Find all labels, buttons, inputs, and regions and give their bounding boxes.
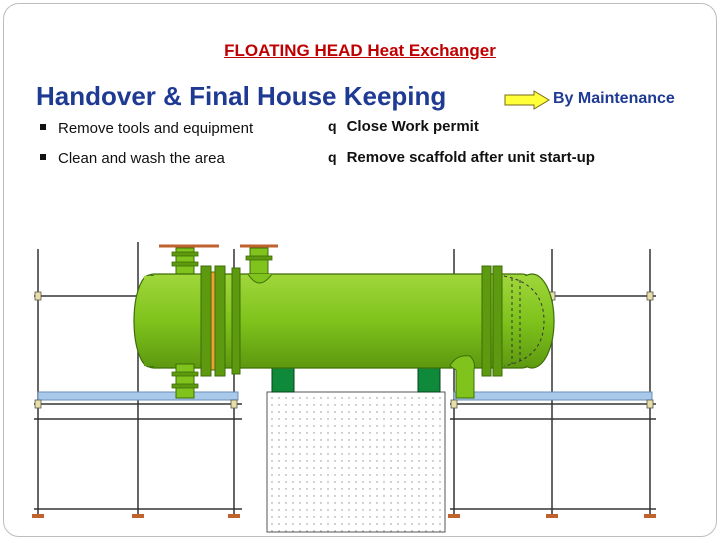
task-item: Clean and wash the area	[38, 150, 225, 167]
slide: FLOATING HEAD Heat Exchanger Handover & …	[3, 3, 717, 537]
concrete-foundation	[266, 391, 446, 533]
bottom-nozzles	[171, 355, 475, 399]
task-item: Remove tools and equipment	[38, 120, 253, 137]
nozzle-elbow	[247, 273, 273, 284]
heat-exchanger-diagram	[32, 242, 656, 533]
square-bullet-icon	[40, 154, 46, 161]
scaffold-left	[34, 242, 242, 516]
responsibility-label: By Maintenance	[553, 90, 675, 107]
channel-flanges	[200, 265, 503, 377]
slide-title: FLOATING HEAD Heat Exchanger	[224, 41, 496, 60]
section-heading: Handover & Final House Keeping	[36, 81, 447, 111]
platform-left	[37, 391, 239, 401]
right-arrow-icon	[504, 90, 550, 110]
platform-right	[453, 391, 653, 401]
square-bullet-icon	[40, 124, 46, 131]
scaffold-base-plates	[32, 514, 656, 518]
checkbox-bullet-icon: q	[328, 149, 337, 165]
floating-head-dashed	[503, 275, 545, 367]
exchanger-shell	[133, 273, 555, 369]
checkbox-bullet-icon: q	[328, 118, 337, 134]
top-nozzles	[159, 244, 278, 279]
